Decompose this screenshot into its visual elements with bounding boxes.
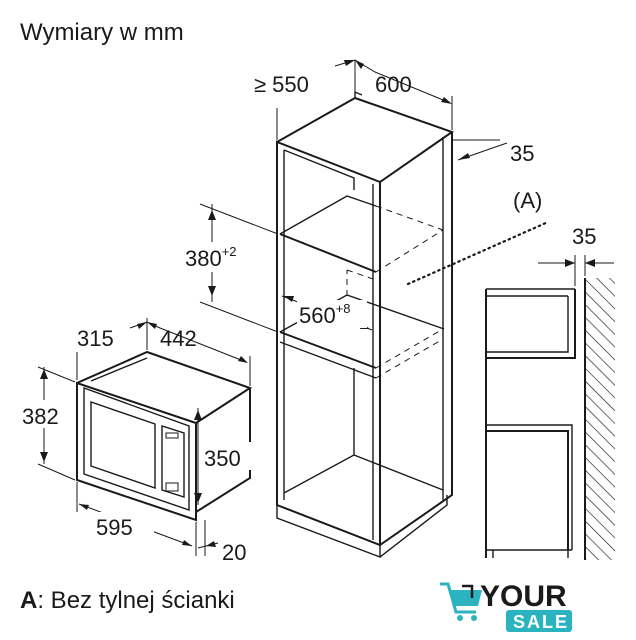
ext-line-bottom — [37, 463, 76, 481]
dim-wall-gap: 35 — [538, 224, 614, 286]
section-lower-inner — [486, 430, 569, 550]
label-bg — [183, 242, 253, 272]
oven-top — [76, 350, 253, 424]
tall-cabinet — [276, 90, 455, 559]
ext-line-top — [199, 203, 279, 235]
label-bg — [297, 300, 367, 328]
arrow-tip — [194, 493, 202, 503]
callout-leader — [406, 220, 550, 286]
section-feet — [492, 550, 569, 558]
dim-oven-width: 595 — [76, 482, 197, 556]
wall-hatching — [585, 278, 615, 560]
lower-compartment-back — [283, 368, 355, 494]
shelf-niche-bottom-front — [279, 331, 377, 369]
diagram-title: Wymiary w mm — [20, 19, 184, 46]
arrow-tip — [194, 410, 202, 420]
hidden-edge-3 — [375, 328, 444, 369]
dim-niche-height: 380+2 — [183, 203, 279, 333]
arrow-tip — [40, 369, 48, 379]
oven-side — [195, 388, 251, 513]
dim-side-gap: 35 — [452, 139, 534, 166]
oven-frame-front — [76, 381, 197, 522]
oven-display — [165, 432, 179, 439]
dim-niche-width-label: 560+8 — [299, 301, 351, 328]
section-upper-outline — [486, 289, 576, 359]
arrow-tip — [441, 97, 452, 104]
cabinet-side — [379, 132, 453, 546]
logo-text-top: YOUR — [480, 580, 567, 613]
dim-side-gap-label: 35 — [510, 141, 534, 166]
logo-badge — [506, 610, 572, 632]
side-section — [485, 278, 615, 560]
section-upper-back — [486, 296, 569, 353]
label-bg — [20, 400, 70, 428]
oven-window — [90, 401, 156, 489]
arrow-tip — [137, 322, 147, 329]
arrow-tip — [585, 259, 595, 267]
cabinet-top-back-edge — [354, 90, 363, 98]
dim-wall-gap-label: 35 — [572, 224, 596, 249]
cabinet-top — [276, 96, 455, 183]
cabinet-plinth-front — [276, 505, 381, 559]
arrow-tip — [238, 356, 248, 363]
hidden-edge-2 — [375, 229, 444, 273]
shelf-niche-bottom-edge — [279, 341, 377, 379]
arrow-tip — [458, 153, 470, 160]
dim-oven-depth: 315 — [77, 326, 114, 351]
logo: YOUR SALE — [440, 580, 572, 632]
dim-oven-width-label: 595 — [96, 515, 133, 540]
dim-oven-body-width: 442 — [160, 326, 197, 351]
arrow-tip — [355, 60, 364, 69]
oven-button — [165, 482, 179, 492]
dim-cabinet-depth: ≥ 550 — [254, 72, 309, 97]
arrow-tip — [344, 60, 355, 66]
legend: A: Bez tylnej ścianki — [20, 587, 235, 614]
arrow-tip — [206, 541, 216, 547]
arrow-tip — [565, 259, 575, 267]
dim-oven-inner-height-label: 350 — [204, 446, 241, 471]
dim-cabinet-width: 600 — [375, 72, 412, 97]
label-bg — [94, 512, 154, 540]
dim-oven-inner-height: 350 — [194, 408, 254, 505]
hidden-edge-1 — [375, 205, 444, 231]
oven-unit — [76, 350, 253, 522]
dim-oven-top: 315 442 — [76, 318, 251, 386]
dim-oven-height-label: 382 — [22, 404, 59, 429]
hidden-edge-4 — [375, 338, 444, 379]
oven-top-inner — [90, 357, 148, 382]
dim-frame-depth: 20 — [197, 520, 246, 565]
arrow-tip — [40, 452, 48, 462]
dim-cabinet-top: ≥ 550 600 — [254, 59, 453, 140]
arrow-tip — [147, 322, 157, 329]
callout-label: (A) — [513, 188, 542, 213]
dim-frame-depth-label: 20 — [222, 540, 246, 565]
arrow-tip — [182, 540, 192, 546]
dim-niche-width: 560+8 — [281, 295, 373, 331]
arrow-tip — [79, 504, 89, 510]
lower-compartment-floor — [353, 454, 444, 491]
arrow-tip — [208, 286, 216, 296]
dim-niche-height-label: 380+2 — [185, 244, 237, 271]
shelf-niche-top-back — [279, 195, 377, 235]
section-lower-outline — [486, 424, 573, 550]
logo-text-bottom: SALE — [513, 612, 569, 632]
ext-line-bottom — [199, 301, 279, 333]
shelf-niche-top-front — [279, 233, 377, 273]
hidden-edge-6 — [346, 269, 377, 281]
label-bg — [202, 442, 254, 470]
oven-frame-inner — [83, 387, 190, 511]
oven-control-panel — [161, 425, 185, 498]
cabinet-inner-top — [283, 149, 355, 190]
dim-oven-height: 382 — [20, 366, 76, 481]
arrow-tip — [284, 296, 294, 302]
cart-icon — [440, 582, 482, 621]
arrow-tip — [208, 210, 216, 220]
